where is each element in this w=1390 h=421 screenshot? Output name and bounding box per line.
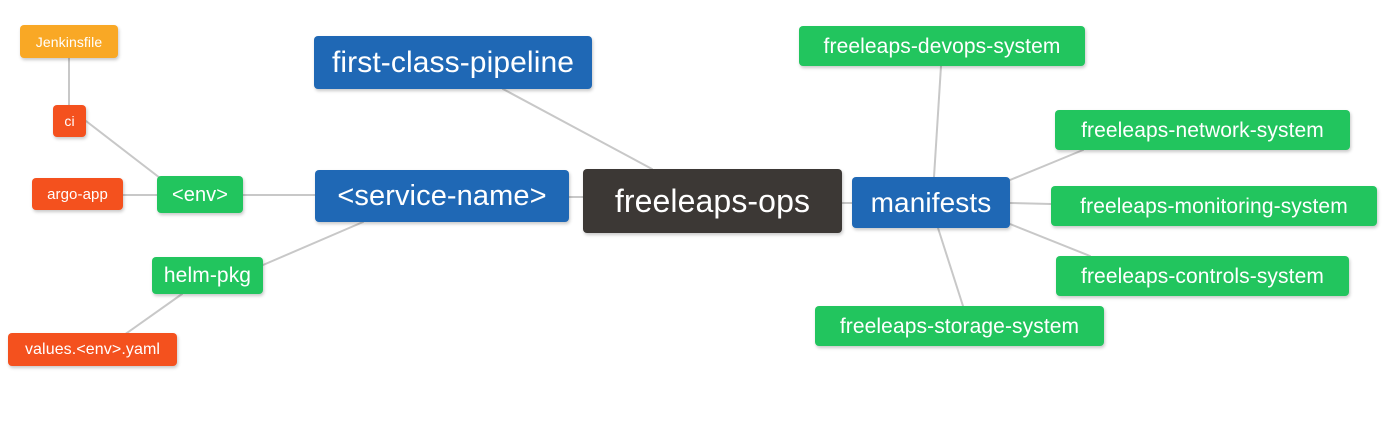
node-label-freeleaps-ops: freeleaps-ops — [614, 183, 811, 219]
edge-ci-to-env — [85, 120, 161, 179]
node-freeleaps-network-system[interactable]: freeleaps-network-system — [1055, 110, 1350, 150]
node-env[interactable]: <env> — [157, 176, 243, 213]
edge-manifests-to-freeleaps-controls-system — [1009, 223, 1091, 257]
node-label-helm-pkg: helm-pkg — [163, 264, 252, 287]
node-argo-app[interactable]: argo-app — [32, 178, 123, 210]
node-first-class-pipeline[interactable]: first-class-pipeline — [314, 36, 592, 89]
node-label-values-yaml: values.<env>.yaml — [24, 340, 161, 358]
edge-first-class-pipeline-to-freeleaps-ops — [502, 88, 653, 170]
node-freeleaps-monitoring-system[interactable]: freeleaps-monitoring-system — [1051, 186, 1377, 226]
edge-service-name-to-helm-pkg — [262, 221, 364, 266]
node-freeleaps-storage-system[interactable]: freeleaps-storage-system — [815, 306, 1104, 346]
node-label-ci: ci — [64, 113, 75, 129]
node-freeleaps-devops-system[interactable]: freeleaps-devops-system — [799, 26, 1085, 66]
node-jenkinsfile[interactable]: Jenkinsfile — [20, 25, 118, 58]
edge-manifests-to-freeleaps-storage-system — [937, 227, 964, 307]
node-service-name[interactable]: <service-name> — [315, 170, 569, 222]
node-label-freeleaps-storage-system: freeleaps-storage-system — [839, 314, 1080, 338]
edge-manifests-to-freeleaps-monitoring-system — [1009, 202, 1052, 205]
edge-manifests-to-freeleaps-devops-system — [933, 65, 942, 178]
node-label-freeleaps-controls-system: freeleaps-controls-system — [1081, 264, 1324, 288]
node-label-env: <env> — [171, 183, 229, 206]
node-label-first-class-pipeline: first-class-pipeline — [331, 45, 575, 79]
node-label-freeleaps-network-system: freeleaps-network-system — [1081, 118, 1324, 142]
node-helm-pkg[interactable]: helm-pkg — [152, 257, 263, 294]
node-label-service-name: <service-name> — [337, 179, 547, 212]
node-ci[interactable]: ci — [53, 105, 86, 137]
node-freeleaps-controls-system[interactable]: freeleaps-controls-system — [1056, 256, 1349, 296]
node-label-argo-app: argo-app — [47, 185, 108, 203]
edge-helm-pkg-to-values-yaml — [116, 293, 183, 341]
node-values-yaml[interactable]: values.<env>.yaml — [8, 333, 177, 366]
node-label-manifests: manifests — [870, 186, 992, 218]
node-label-freeleaps-devops-system: freeleaps-devops-system — [823, 34, 1061, 58]
node-label-freeleaps-monitoring-system: freeleaps-monitoring-system — [1080, 194, 1348, 218]
edge-manifests-to-freeleaps-network-system — [1009, 149, 1084, 181]
node-label-jenkinsfile: Jenkinsfile — [35, 33, 103, 50]
node-freeleaps-ops[interactable]: freeleaps-ops — [583, 169, 842, 233]
node-manifests[interactable]: manifests — [852, 177, 1010, 228]
